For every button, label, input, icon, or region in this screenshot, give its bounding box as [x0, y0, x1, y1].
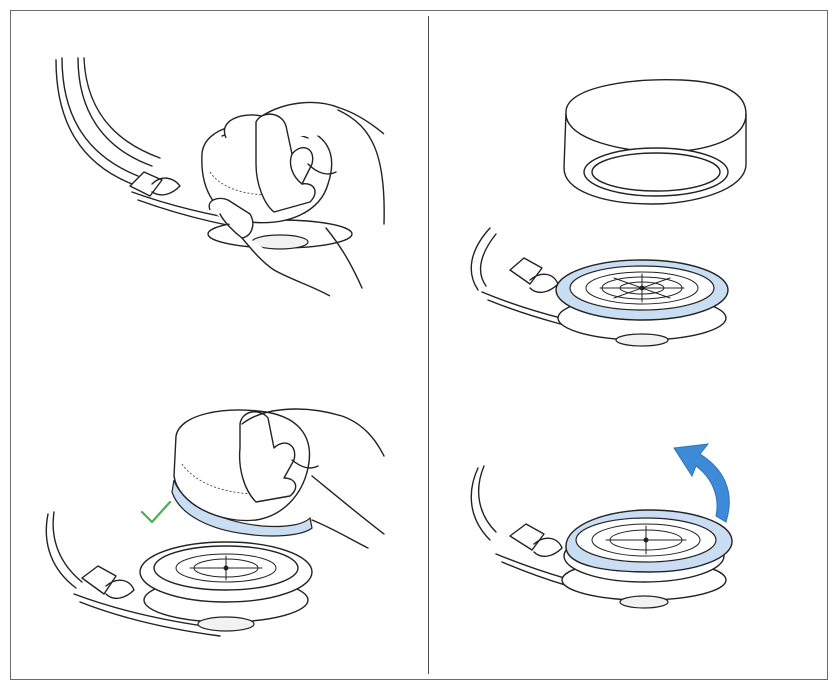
earcup: [140, 542, 312, 631]
panel-step-1: [12, 14, 426, 334]
panel-step-2: [430, 14, 830, 344]
panel-step-3: [12, 344, 426, 674]
removed-cushion: [564, 80, 746, 204]
earcup-with-ring: [562, 510, 732, 608]
checkmark-icon: [142, 502, 170, 522]
panel-divider: [428, 16, 429, 674]
curved-arrow-icon: [674, 444, 729, 522]
earcup-with-ring: [556, 260, 728, 346]
panel-step-4: [430, 344, 830, 674]
